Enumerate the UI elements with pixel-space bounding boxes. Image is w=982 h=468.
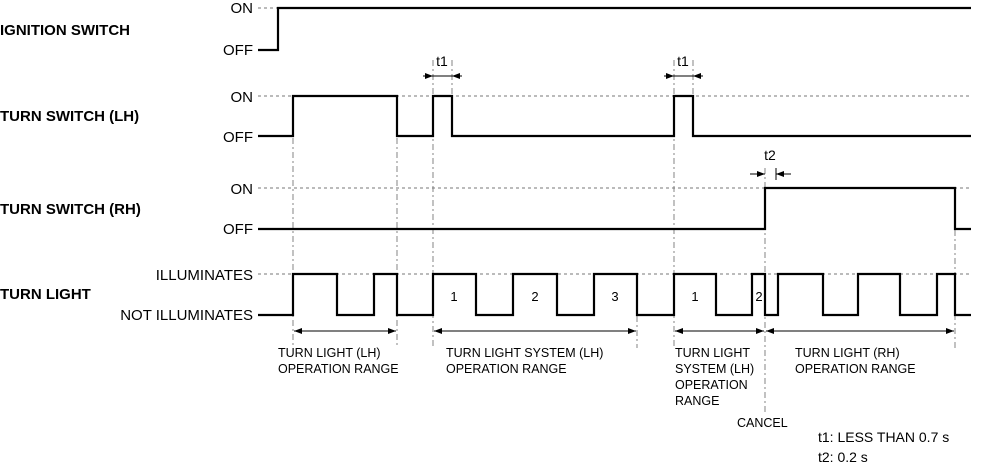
range-label-system-lh-2-line1: TURN LIGHT	[675, 346, 750, 360]
flash-count-5: 2	[755, 289, 762, 304]
waveform-turn-light	[258, 272, 971, 317]
signal-name-turn-switch-rh: TURN SWITCH (RH)	[0, 201, 141, 218]
flash-count-2: 2	[531, 289, 538, 304]
signal-name-ignition: IGNITION SWITCH	[0, 22, 130, 39]
level-label-light-illuminates: ILLUMINATES	[156, 267, 253, 284]
waveform-turn-switch-rh	[258, 186, 971, 231]
level-label-ignition-on: ON	[231, 0, 254, 17]
range-label-system-lh-line2: OPERATION RANGE	[446, 362, 567, 376]
level-label-rh-off: OFF	[223, 221, 253, 238]
level-label-ignition-off: OFF	[223, 42, 253, 59]
flash-count-1: 1	[450, 289, 457, 304]
range-label-system-lh-2-line3: OPERATION	[675, 378, 748, 392]
signal-name-turn-light: TURN LIGHT	[0, 286, 91, 303]
t2-label: t2	[764, 147, 776, 163]
cancel-label: CANCEL	[737, 416, 788, 430]
range-label-turn-light-rh-line1: TURN LIGHT (RH)	[795, 346, 900, 360]
signal-name-turn-switch-lh: TURN SWITCH (LH)	[0, 108, 139, 125]
range-label-turn-light-lh-line2: OPERATION RANGE	[278, 362, 399, 376]
t1-label-first: t1	[436, 53, 448, 69]
level-label-rh-on: ON	[231, 181, 254, 198]
level-label-lh-on: ON	[231, 89, 254, 106]
t1-label-second: t1	[677, 53, 689, 69]
range-label-turn-light-rh-line2: OPERATION RANGE	[795, 362, 916, 376]
range-label-system-lh-2-line2: SYSTEM (LH)	[675, 362, 754, 376]
range-label-turn-light-lh-line1: TURN LIGHT (LH)	[278, 346, 381, 360]
legend-t1: t1: LESS THAN 0.7 s	[818, 429, 949, 445]
waveform-turn-switch-lh	[258, 94, 971, 138]
waveform-ignition-switch	[258, 6, 971, 52]
legend-t2: t2: 0.2 s	[818, 449, 868, 465]
range-label-system-lh-line1: TURN LIGHT SYSTEM (LH)	[446, 346, 603, 360]
range-label-system-lh-2-line4: RANGE	[675, 394, 719, 408]
level-label-light-not-illuminates: NOT ILLUMINATES	[120, 307, 253, 324]
level-label-lh-off: OFF	[223, 129, 253, 146]
range-arrowheads	[294, 328, 954, 334]
flash-count-3: 3	[611, 289, 618, 304]
flash-count-4: 1	[691, 289, 698, 304]
